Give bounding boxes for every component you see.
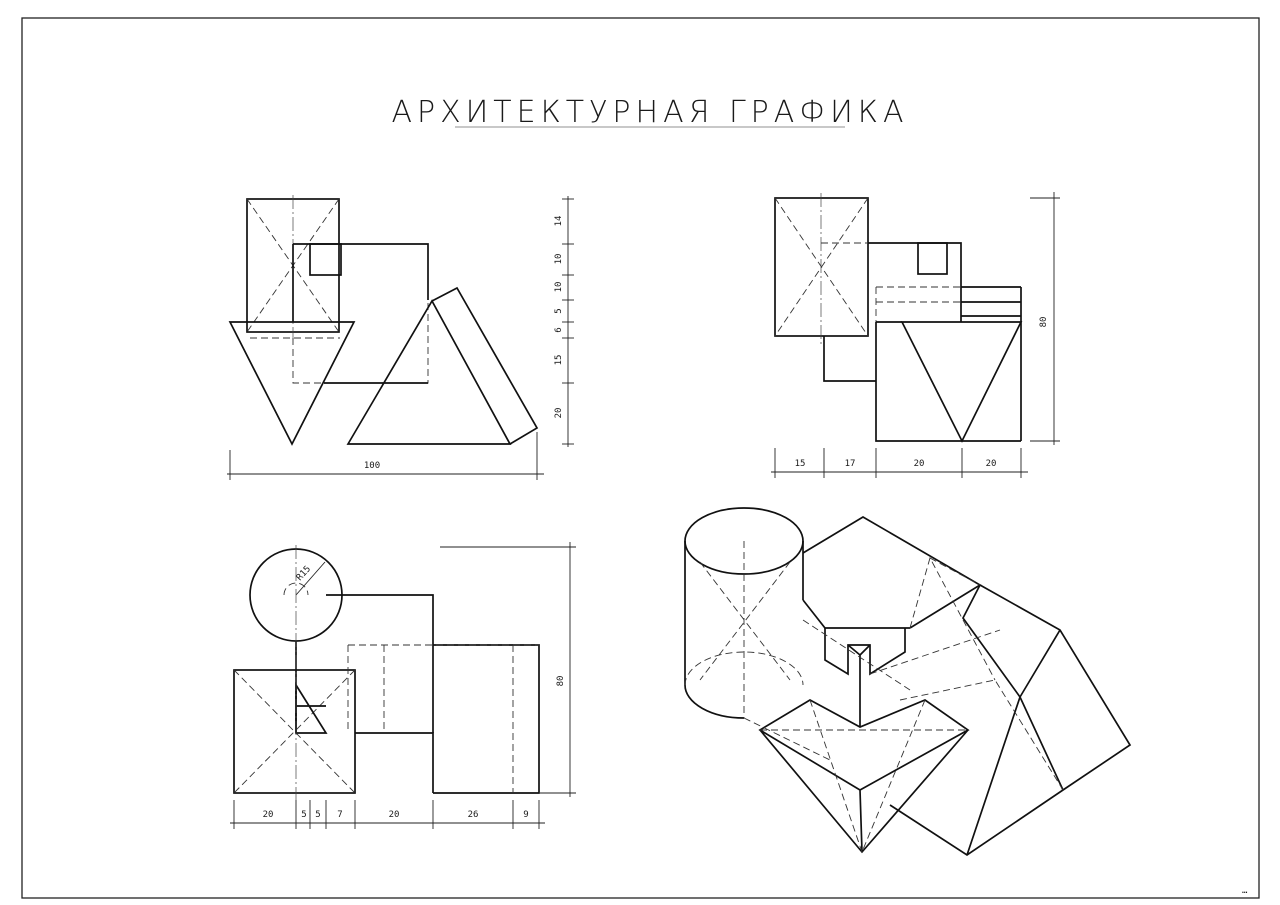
front-vdim-label: 10 [554,282,564,293]
side-vdim-label: 80 [1039,317,1049,328]
side-hdim-label: 17 [845,459,856,469]
axo-cylinder-hidden-lines [699,541,791,718]
front-vdim-label: 20 [554,408,564,419]
top-view: R15 80 20 5 5 7 20 26 9 [230,542,576,829]
side-base-outline [823,322,1021,442]
axo-notch [824,628,906,676]
axo-notch-post [847,644,871,727]
top-hidden-details [347,644,539,793]
top-hdim-label: 7 [337,810,342,820]
top-hdim-label: 20 [263,810,274,820]
top-vdim-label: 80 [556,676,566,687]
front-hdim-label: 100 [364,461,380,471]
side-hdim-label: 15 [795,459,806,469]
axo-cylinder-hidden-bottom [684,651,804,686]
top-lower-block [355,732,434,793]
front-prism-side [431,286,539,445]
sheet-frame [21,17,1260,899]
corner-mark: … [1242,886,1248,896]
axo-top-slab [802,516,982,629]
side-hdim-label: 20 [914,459,925,469]
axo-prism [889,584,1132,857]
front-vdim-ticks [562,198,574,445]
top-radius-label: R15 [295,564,313,583]
top-hdim-label: 9 [523,810,528,820]
front-vdim-label: 15 [554,355,564,366]
side-inverted-triangle [900,321,1023,443]
top-hdim-label: 26 [468,810,479,820]
front-back-block [339,243,429,300]
side-back-block [868,242,962,322]
axo-pyramid [758,699,970,854]
top-upper-block [295,594,434,733]
front-inverted-triangle [228,321,356,446]
side-tall-block [774,197,869,337]
axo-pyramid-hidden [760,699,968,853]
front-vdim-label: 5 [554,308,564,313]
top-hdim-label: 20 [389,810,400,820]
front-vdim-label: 6 [554,327,564,332]
front-view: 14 10 10 5 6 15 20 100 [227,195,574,480]
axo-cylinder-sides [684,541,804,685]
side-hidden-lines [821,242,961,322]
top-hdim-label: 5 [301,810,306,820]
front-vdim-label: 14 [554,216,564,227]
front-vdim-label: 10 [554,254,564,265]
top-hdim-label: 5 [315,810,320,820]
front-notch [309,243,342,276]
axo-hidden-lines [743,619,1001,761]
drawing-title: АРХИТЕКТУРНАЯ ГРАФИКА [392,95,909,130]
top-left-square [233,669,356,794]
top-right-block [433,644,540,794]
axo-cylinder-bottom [684,684,745,719]
side-step-block [961,286,1022,441]
top-radius-line [295,561,326,596]
axonometric-view [684,507,1132,857]
side-notch [917,242,948,275]
top-hidden-arc [283,582,309,596]
side-hdim-label: 20 [986,459,997,469]
front-prism-face [346,299,512,445]
axo-prism-hidden [899,556,1064,791]
side-view: 80 15 17 20 20 [771,192,1060,478]
